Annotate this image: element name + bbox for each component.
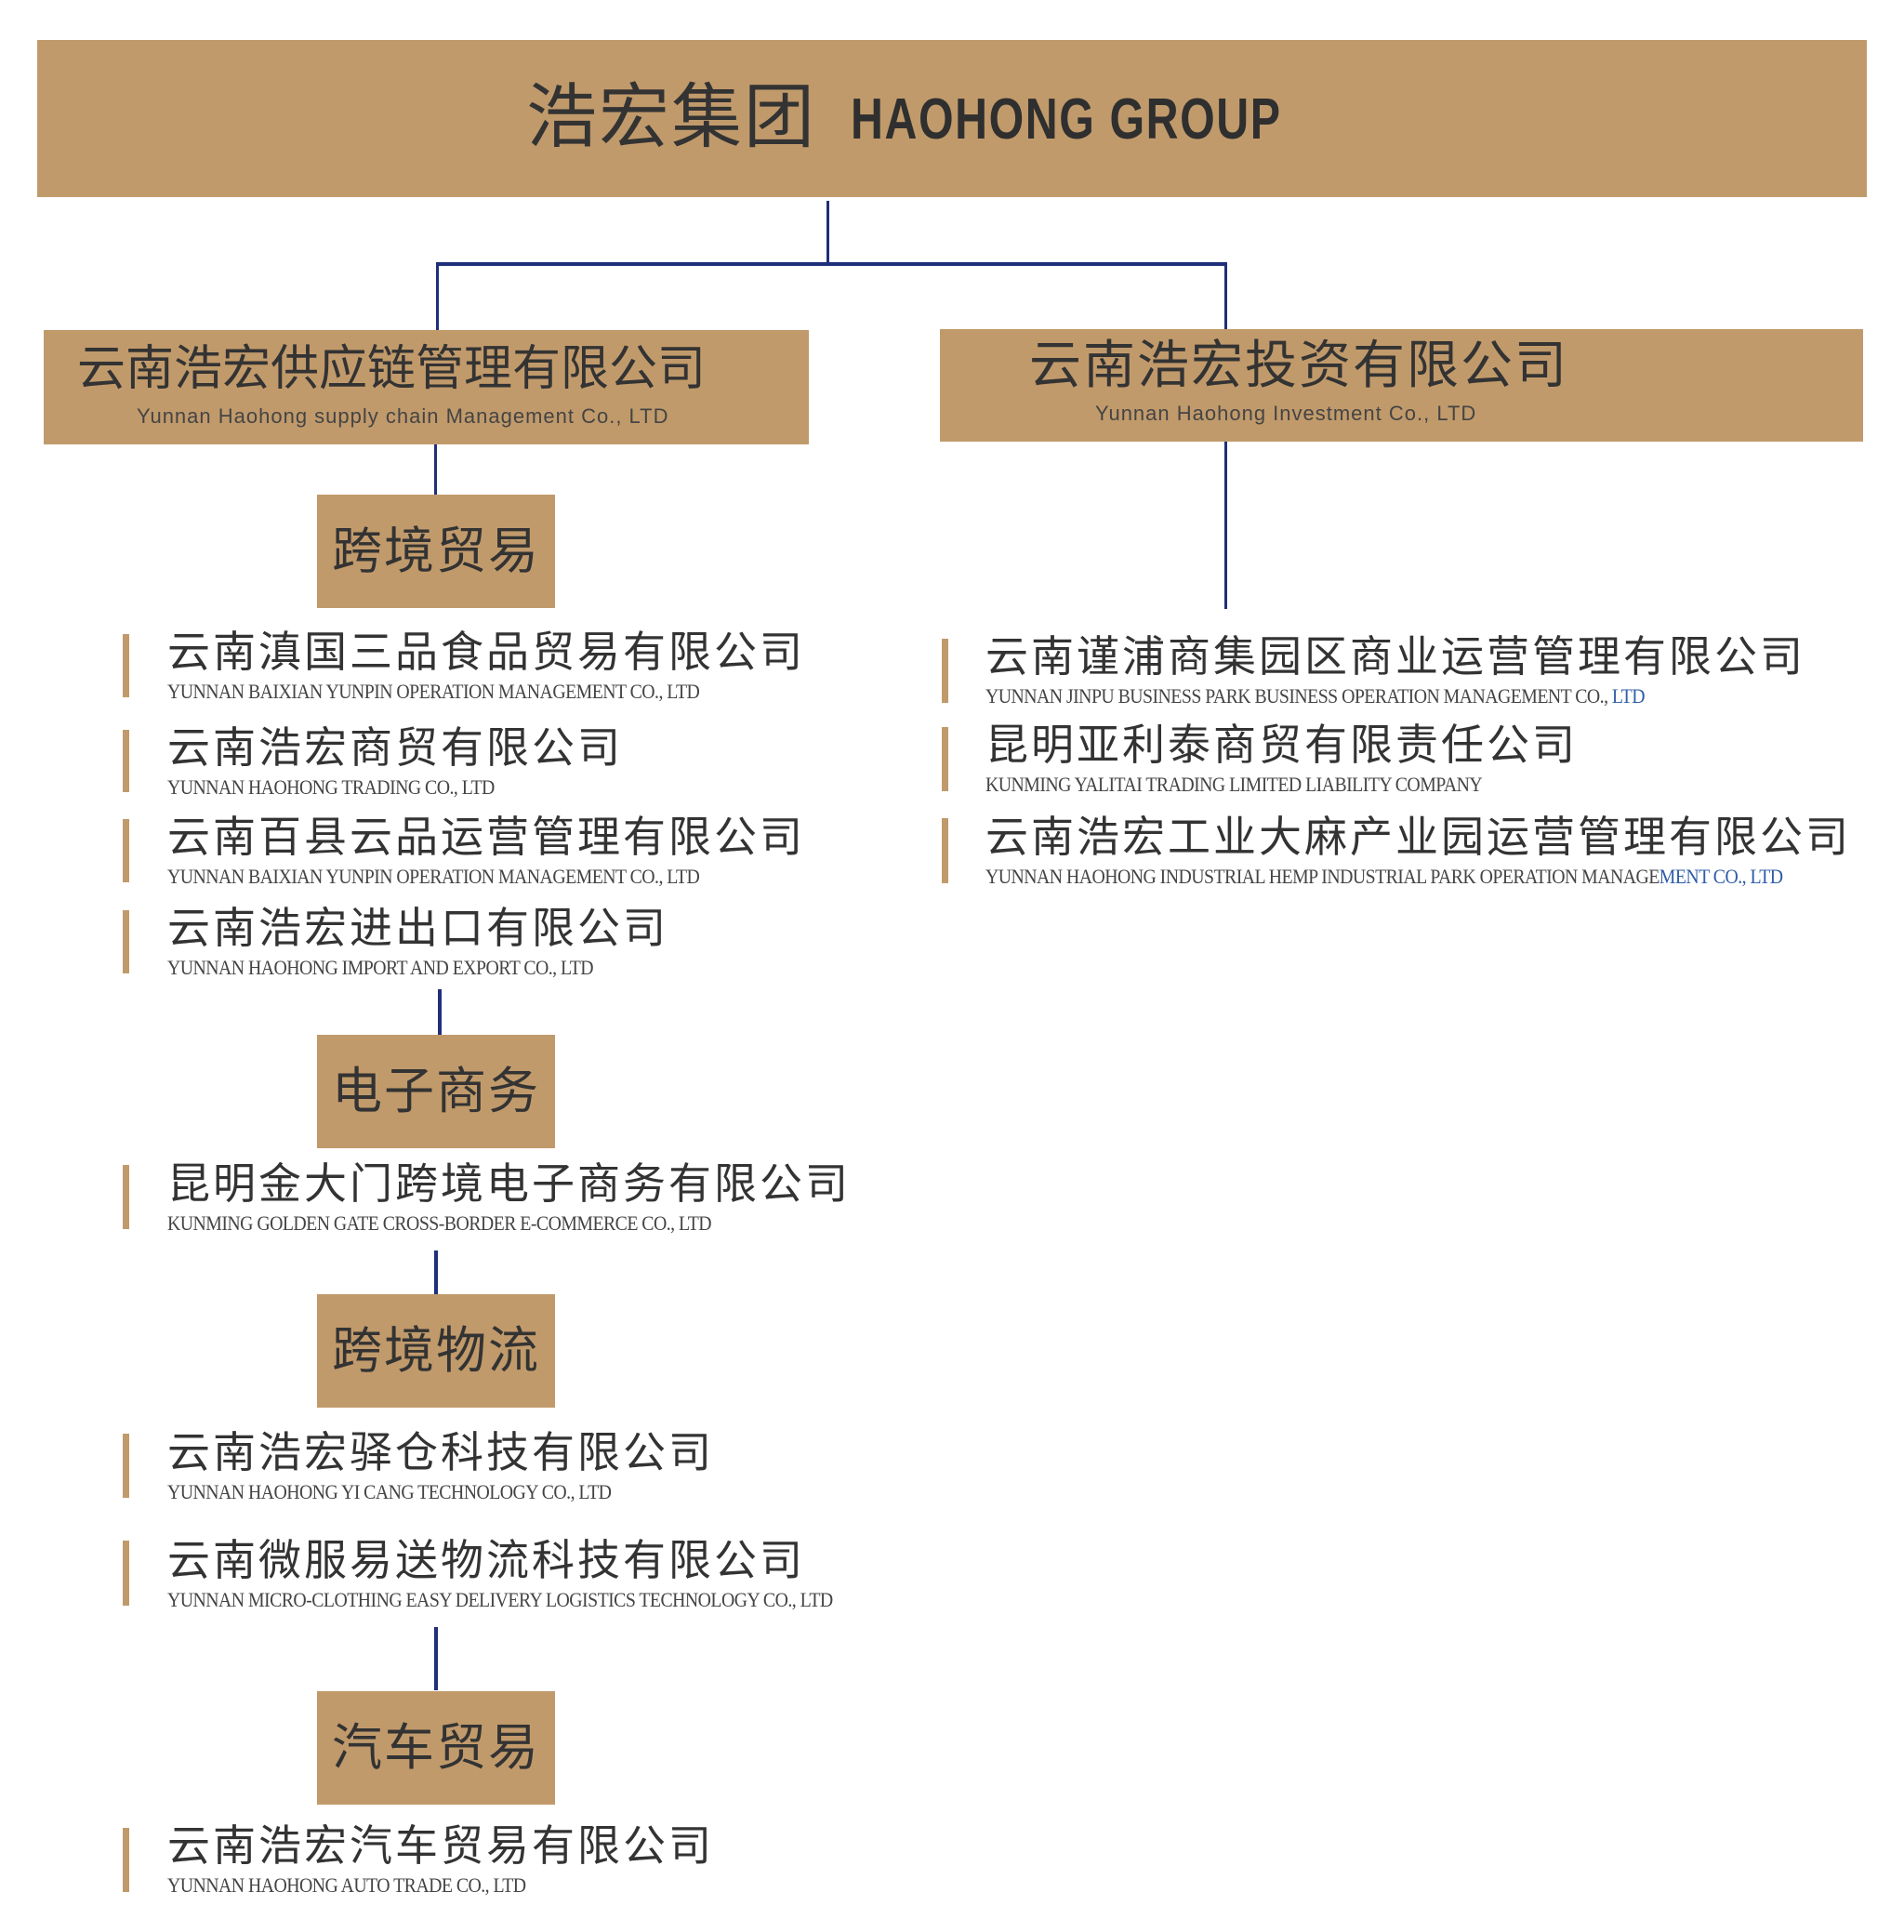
connector-line: [1224, 262, 1227, 331]
connector-line: [434, 444, 437, 495]
company-name-en-suffix: MENT CO., LTD: [1659, 865, 1783, 888]
company-name-cn: 云南谨浦商集园区商业运营管理有限公司: [985, 631, 1805, 681]
connector-line: [436, 262, 439, 331]
company-name-en-main: YUNNAN JINPU BUSINESS PARK BUSINESS OPER…: [985, 684, 1612, 708]
company-name-cn: 云南浩宏汽车贸易有限公司: [167, 1820, 714, 1871]
category-label: 跨境物流: [332, 1321, 540, 1380]
company-name-cn: 云南微服易送物流科技有限公司: [167, 1535, 805, 1585]
company-name-cn: 昆明亚利泰商贸有限责任公司: [985, 720, 1578, 770]
category-cross-border-trade: 跨境贸易: [317, 495, 555, 608]
connector-line: [1224, 442, 1227, 609]
company-name-cn: 昆明金大门跨境电子商务有限公司: [167, 1158, 851, 1209]
company-name-en: YUNNAN HAOHONG AUTO TRADE CO., LTD: [167, 1873, 526, 1897]
category-e-commerce: 电子商务: [317, 1035, 555, 1148]
category-auto-trade: 汽车贸易: [317, 1691, 555, 1805]
company-name-cn: 云南浩宏工业大麻产业园运营管理有限公司: [985, 812, 1851, 862]
company-name-cn: 云南百县云品运营管理有限公司: [167, 812, 805, 862]
subsidiary-name-cn: 云南浩宏供应链管理有限公司: [77, 341, 707, 397]
company-name-en: YUNNAN HAOHONG YI CANG TECHNOLOGY CO., L…: [167, 1480, 612, 1503]
company-name-en: YUNNAN HAOHONG TRADING CO., LTD: [167, 775, 495, 799]
company-name-en: YUNNAN BAIXIAN YUNPIN OPERATION MANAGEME…: [167, 680, 700, 703]
category-label: 汽车贸易: [332, 1718, 540, 1777]
company-name-en-main: KUNMING YALITAI TRADING LIMITED LIABILIT…: [985, 773, 1483, 796]
company-name-en: KUNMING GOLDEN GATE CROSS-BORDER E-COMME…: [167, 1211, 712, 1235]
company-name-en: YUNNAN JINPU BUSINESS PARK BUSINESS OPER…: [985, 684, 1646, 708]
subsidiary-supply-chain: 云南浩宏供应链管理有限公司 Yunnan Haohong supply chai…: [44, 330, 809, 444]
accent-bar: [942, 818, 948, 883]
group-title-en: HAOHONG GROUP: [851, 87, 1282, 152]
connector-line: [434, 1627, 438, 1690]
company-name-en: YUNNAN HAOHONG IMPORT AND EXPORT CO., LT…: [167, 956, 594, 979]
accent-bar: [123, 634, 129, 697]
company-name-en: YUNNAN BAIXIAN YUNPIN OPERATION MANAGEME…: [167, 865, 700, 888]
category-cross-border-logistics: 跨境物流: [317, 1294, 555, 1408]
company-name-en-main: YUNNAN HAOHONG INDUSTRIAL HEMP INDUSTRIA…: [985, 865, 1659, 888]
company-name-en-suffix: LTD: [1611, 684, 1646, 708]
group-title-cn: 浩宏集团: [526, 75, 816, 158]
accent-bar: [942, 639, 948, 703]
company-name-cn: 云南浩宏商贸有限公司: [167, 722, 623, 773]
connector-line: [434, 1251, 438, 1294]
accent-bar: [123, 1434, 129, 1498]
connector-line: [438, 989, 442, 1035]
connector-line: [826, 201, 829, 264]
connector-line: [436, 262, 1227, 266]
subsidiary-name-en: Yunnan Haohong Investment Co., LTD: [1095, 402, 1477, 425]
accent-bar: [123, 730, 129, 792]
company-name-en: YUNNAN MICRO-CLOTHING EASY DELIVERY LOGI…: [167, 1588, 833, 1611]
company-name-cn: 云南滇国三品食品贸易有限公司: [167, 627, 805, 677]
company-name-en: KUNMING YALITAI TRADING LIMITED LIABILIT…: [985, 773, 1483, 796]
accent-bar: [123, 1165, 129, 1229]
category-label: 跨境贸易: [332, 522, 540, 580]
company-name-cn: 云南浩宏驿仓科技有限公司: [167, 1427, 714, 1477]
subsidiary-name-en: Yunnan Haohong supply chain Management C…: [137, 404, 669, 428]
accent-bar: [123, 1541, 129, 1606]
company-name-en: YUNNAN HAOHONG INDUSTRIAL HEMP INDUSTRIA…: [985, 867, 1783, 887]
category-label: 电子商务: [332, 1062, 540, 1120]
accent-bar: [123, 1828, 129, 1892]
subsidiary-name-cn: 云南浩宏投资有限公司: [1029, 336, 1568, 396]
subsidiary-investment: 云南浩宏投资有限公司 Yunnan Haohong Investment Co.…: [940, 329, 1863, 442]
company-name-cn: 云南浩宏进出口有限公司: [167, 903, 668, 953]
accent-bar: [123, 819, 129, 882]
accent-bar: [942, 727, 948, 791]
accent-bar: [123, 910, 129, 973]
group-header-banner: [37, 40, 1867, 197]
